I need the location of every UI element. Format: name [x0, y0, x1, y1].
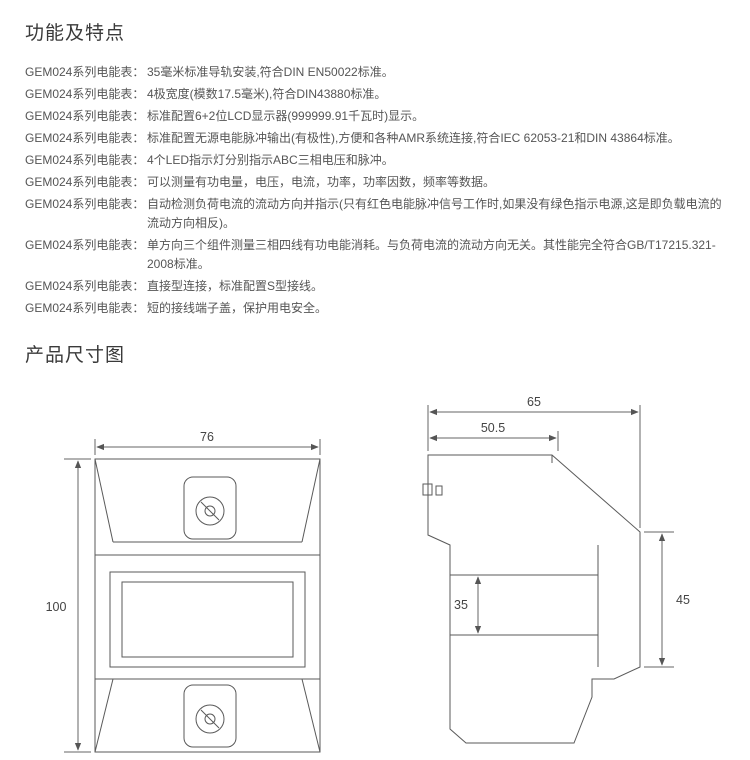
feature-label: GEM024系列电能表： [25, 301, 145, 315]
clip-detail [435, 485, 443, 496]
feature-text: 4极宽度(模数17.5毫米),符合DIN43880标准。 [147, 87, 387, 101]
feature-text: 标准配置无源电能脉冲输出(有极性),方便和各种AMR系统连接,符合IEC 620… [147, 131, 680, 145]
front-view-drawing [94, 458, 321, 753]
feature-text: 35毫米标准导轨安装,符合DIN EN50022标准。 [147, 65, 394, 79]
dimensions-heading: 产品尺寸图 [25, 345, 126, 366]
top-screw-icon [195, 496, 225, 526]
feature-text: 自动检测负荷电流的流动方向并指示(只有红色电能脉冲信号工作时,如果没有绿色指示电… [147, 197, 722, 230]
front-height-dimension-label: 100 [46, 600, 67, 614]
feature-row: GEM024系列电能表： 直接型连接，标准配置S型接线。 [25, 277, 737, 296]
side-view-dimensions: 65 50.5 35 45 [427, 395, 690, 668]
side-view-drawing [422, 454, 641, 744]
side-right-height-dimension-label: 45 [676, 593, 690, 607]
feature-label: GEM024系列电能表： [25, 197, 145, 211]
feature-label: GEM024系列电能表： [25, 109, 145, 123]
feature-text: 标准配置6+2位LCD显示器(999999.91千瓦时)显示。 [147, 109, 425, 123]
feature-label: GEM024系列电能表： [25, 175, 145, 189]
top-screw-housing [183, 476, 237, 540]
dimension-drawing: 76 100 65 50.5 [46, 395, 690, 753]
side-overall-width-dimension-label: 65 [527, 395, 541, 409]
feature-text: 短的接线端子盖，保护用电安全。 [147, 301, 328, 315]
feature-row: GEM024系列电能表： 短的接线端子盖，保护用电安全。 [25, 299, 737, 318]
lcd-screen [121, 581, 294, 658]
features-list: GEM024系列电能表： 35毫米标准导轨安装,符合DIN EN50022标准。… [25, 63, 750, 318]
feature-label: GEM024系列电能表： [25, 153, 145, 167]
feature-text: 可以测量有功电量，电压，电流，功率，功率因数，频率等数据。 [147, 175, 496, 189]
feature-row: GEM024系列电能表： 单方向三个组件测量三相四线有功电能消耗。与负荷电流的流… [25, 236, 737, 274]
feature-row: GEM024系列电能表： 自动检测负荷电流的流动方向并指示(只有红色电能脉冲信号… [25, 195, 737, 233]
feature-label: GEM024系列电能表： [25, 279, 145, 293]
feature-row: GEM024系列电能表： 4个LED指示灯分别指示ABC三相电压和脉冲。 [25, 151, 737, 170]
bottom-screw-housing [183, 684, 237, 748]
front-width-dimension-label: 76 [200, 430, 214, 444]
feature-row: GEM024系列电能表： 可以测量有功电量，电压，电流，功率，功率因数，频率等数… [25, 173, 737, 192]
front-view-dimensions: 76 100 [46, 430, 321, 753]
features-heading: 功能及特点 [25, 23, 126, 44]
feature-text: 4个LED指示灯分别指示ABC三相电压和脉冲。 [147, 153, 394, 167]
feature-label: GEM024系列电能表： [25, 238, 145, 252]
feature-row: GEM024系列电能表： 4极宽度(模数17.5毫米),符合DIN43880标准… [25, 85, 737, 104]
lcd-bezel [109, 571, 306, 668]
feature-label: GEM024系列电能表： [25, 131, 145, 145]
feature-row: GEM024系列电能表： 35毫米标准导轨安装,符合DIN EN50022标准。 [25, 63, 737, 82]
feature-row: GEM024系列电能表： 标准配置无源电能脉冲输出(有极性),方便和各种AMR系… [25, 129, 737, 148]
feature-label: GEM024系列电能表： [25, 65, 145, 79]
side-upper-width-dimension-label: 50.5 [481, 421, 505, 435]
side-inner-height-dimension-label: 35 [454, 598, 468, 612]
feature-label: GEM024系列电能表： [25, 87, 145, 101]
feature-text: 直接型连接，标准配置S型接线。 [147, 279, 324, 293]
clip-detail [422, 483, 433, 496]
feature-row: GEM024系列电能表： 标准配置6+2位LCD显示器(999999.91千瓦时… [25, 107, 737, 126]
feature-text: 单方向三个组件测量三相四线有功电能消耗。与负荷电流的流动方向无关。其性能完全符合… [147, 238, 716, 271]
